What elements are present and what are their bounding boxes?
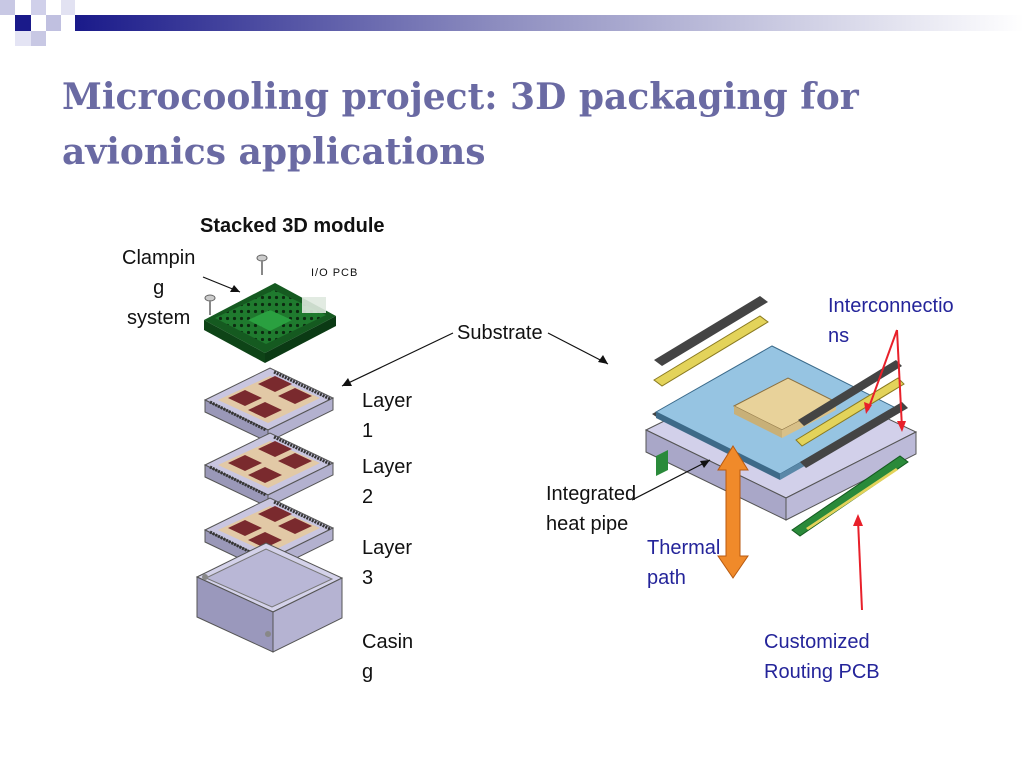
- io-pcb-label: I/O PCB: [311, 267, 359, 279]
- callout-arrows: [202, 276, 711, 501]
- heat-pipe-label: Integrated heat pipe: [546, 483, 637, 535]
- thermal-path-arrow-icon: [717, 445, 749, 579]
- casing-label: Casin g: [362, 631, 414, 683]
- stacked-module-label: Stacked 3D module: [200, 215, 385, 237]
- layer-3-label: Layer 3: [362, 537, 413, 589]
- stacked-module-illustration: [195, 254, 344, 653]
- red-callout-arrows: [853, 329, 906, 611]
- routing-pcb-illustration: [791, 455, 909, 537]
- io-pcb-illustration: [204, 283, 336, 363]
- layer-2-label: Layer 2: [362, 456, 413, 508]
- clamping-screw-icon: [204, 254, 268, 315]
- clamping-system-label: Clampin g system: [122, 247, 196, 329]
- routing-pcb-label: Customized Routing PCB: [764, 631, 880, 683]
- interconnections-label: Interconnectio ns: [828, 295, 954, 347]
- layer-2-illustration: [203, 432, 335, 508]
- layer-1-label: Layer 1: [362, 390, 413, 442]
- exploded-assembly-illustration: [644, 296, 918, 537]
- slide-title: Microcooling project: 3D packaging for a…: [62, 76, 859, 173]
- layer-1-illustration: [203, 367, 335, 443]
- top-banner: [0, 0, 1024, 46]
- thermal-path-label: Thermal path: [647, 537, 721, 589]
- substrate-label: Substrate: [457, 322, 543, 344]
- casing-illustration: [195, 542, 344, 653]
